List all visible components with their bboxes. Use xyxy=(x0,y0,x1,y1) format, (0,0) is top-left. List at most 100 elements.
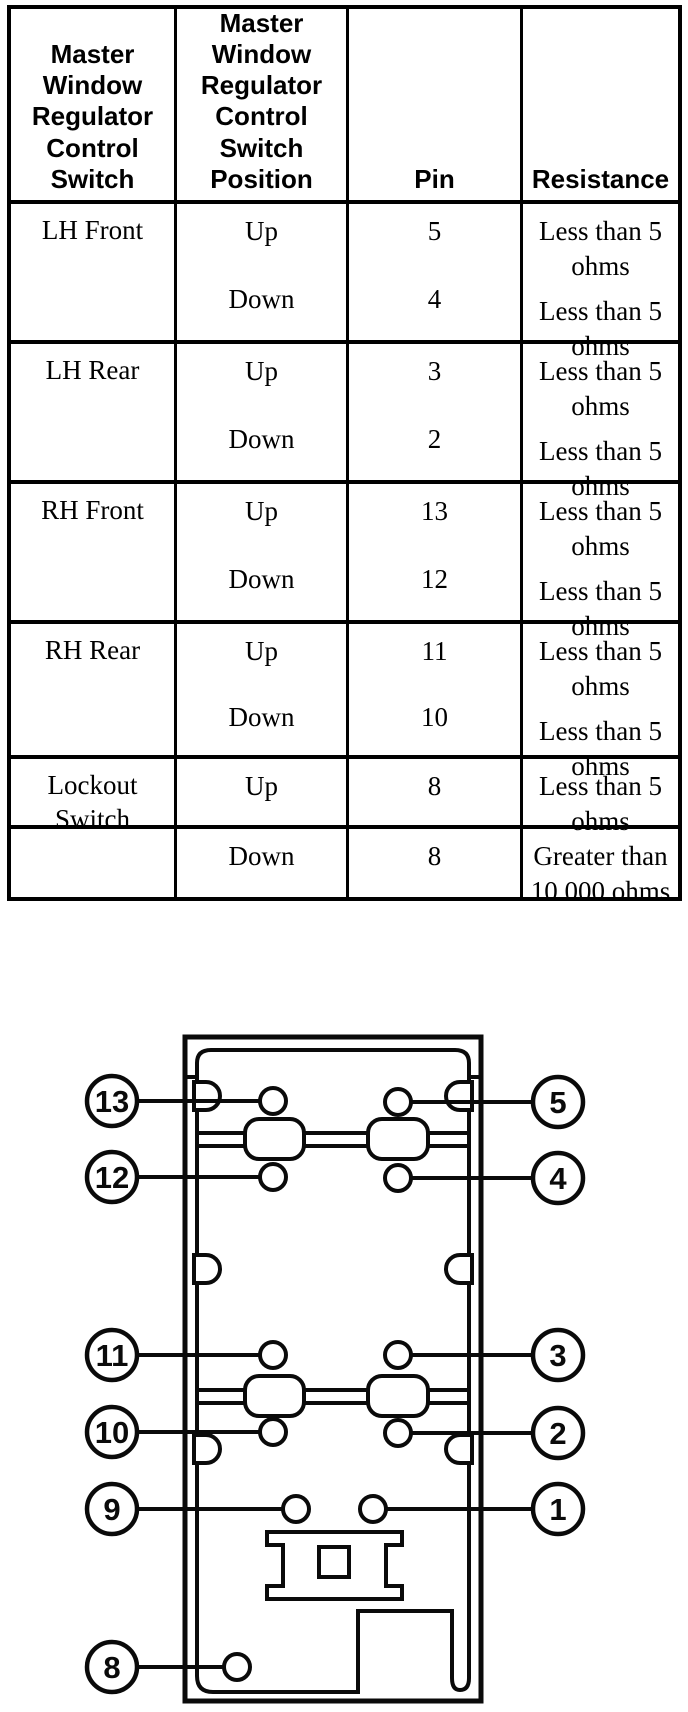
switch-name-cell: LH Rear xyxy=(45,355,140,385)
table-header-row: Master Window Regulator Control Switch M… xyxy=(11,8,678,200)
position-cell: Up xyxy=(174,759,346,825)
pin-cell-value: 2 xyxy=(427,424,442,454)
rocker-button-cutout xyxy=(243,1374,306,1418)
callout-label: 5 xyxy=(549,1085,566,1120)
pin-cell-value: 4 xyxy=(427,284,442,314)
pin-hole-12 xyxy=(258,1162,288,1192)
pin-callout-8: 8 xyxy=(84,1639,252,1695)
pin-callout-11: 11 xyxy=(84,1327,288,1383)
pin-hole-9 xyxy=(281,1494,311,1524)
header-position: Master Window Regulator Control Switch P… xyxy=(174,8,346,200)
position-cell-value: Up xyxy=(245,636,278,666)
switch-name-cell: Lockout Switch xyxy=(47,770,138,834)
callout-label: 3 xyxy=(549,1338,566,1373)
resistance-cell-value: Less than 5 ohms xyxy=(539,636,662,702)
callout-circle-8 xyxy=(84,1639,140,1695)
position-cell-value: Down xyxy=(228,284,295,314)
callout-circle-9 xyxy=(84,1481,140,1537)
callout-circle-1 xyxy=(530,1481,586,1537)
pin-callout-4: 4 xyxy=(383,1150,586,1206)
callout-circle-5 xyxy=(530,1074,586,1130)
callout-label: 13 xyxy=(95,1084,129,1119)
switch-name-cell: RH Rear xyxy=(44,635,141,665)
pin-callout-1: 1 xyxy=(358,1481,586,1537)
callout-label: 1 xyxy=(549,1492,566,1527)
pin-callout-5: 5 xyxy=(383,1074,586,1130)
pin-hole-5 xyxy=(383,1087,413,1117)
resistance-cell-value: Less than 5 ohms xyxy=(539,356,662,422)
resistance-cell: Greater than 10.000 ohms xyxy=(520,829,678,906)
position-cell: Down xyxy=(174,829,346,897)
header-pin: Pin xyxy=(346,9,520,200)
pin-cell-value: 11 xyxy=(421,636,448,666)
position-cell-value: Down xyxy=(228,424,295,454)
pin-cell-value: 13 xyxy=(421,496,448,526)
pin-callout-3: 3 xyxy=(383,1327,586,1383)
resistance-cell-value: Less than 5 ohms xyxy=(539,436,662,502)
side-notch xyxy=(444,1433,474,1465)
pin-hole-1 xyxy=(358,1494,388,1524)
callout-circle-13 xyxy=(84,1073,140,1129)
connector-pin-diagram: 13 12 11 10 9 8 5 4 3 2 1 xyxy=(84,1034,586,1704)
pin-hole-3 xyxy=(383,1340,413,1370)
connector-outer-outline xyxy=(182,1034,484,1704)
pin-hole-4 xyxy=(383,1163,413,1193)
callout-label: 8 xyxy=(103,1650,120,1685)
resistance-cell-value: Less than 5 ohms xyxy=(539,576,662,642)
pin-hole-10 xyxy=(258,1417,288,1447)
pin-callout-12: 12 xyxy=(84,1149,288,1205)
callout-label: 4 xyxy=(549,1161,567,1196)
keyway-square xyxy=(317,1545,351,1579)
pin-hole-13 xyxy=(258,1086,288,1116)
position-cell-value: Down xyxy=(228,701,295,732)
pin-cell: 11 10 xyxy=(346,624,520,755)
resistance-spec-table: Master Window Regulator Control Switch M… xyxy=(7,5,682,906)
switch-name-cell xyxy=(11,829,174,897)
side-notch xyxy=(192,1253,222,1285)
position-cell-value: Up xyxy=(245,496,278,526)
callout-circle-10 xyxy=(84,1404,140,1460)
position-cell-value: Up xyxy=(245,216,278,246)
pin-cell: 8 xyxy=(346,759,520,825)
rocker-button-cutout xyxy=(243,1117,306,1161)
pin-callout-10: 10 xyxy=(84,1404,288,1460)
switch-name-cell: RH Front xyxy=(41,495,144,525)
table-row: Down 8 Greater than 10.000 ohms xyxy=(11,825,678,906)
pin-hole-2 xyxy=(383,1418,413,1448)
pin-callout-13: 13 xyxy=(84,1073,288,1129)
pin-cell-value: 8 xyxy=(427,771,442,801)
pin-callout-2: 2 xyxy=(383,1405,586,1461)
switch-name-cell: LH Front xyxy=(41,215,144,245)
table-row: Lockout Switch Up 8 Less than 5 ohms xyxy=(11,755,678,836)
position-cell-value: Down xyxy=(228,564,295,594)
resistance-cell-value: Greater than 10.000 ohms xyxy=(530,841,671,907)
callout-label: 9 xyxy=(103,1492,120,1527)
pin-hole-8 xyxy=(222,1652,252,1682)
callout-label: 11 xyxy=(96,1338,129,1373)
callout-circle-12 xyxy=(84,1149,140,1205)
pin-callout-9: 9 xyxy=(84,1481,311,1537)
pin-cell-value: 10 xyxy=(421,701,448,732)
callout-layer: 13 12 11 10 9 8 5 4 3 2 1 xyxy=(84,1073,586,1695)
resistance-cell-value: Less than 5 ohms xyxy=(539,496,662,562)
pin-cell-value: 8 xyxy=(427,841,442,871)
resistance-cell: Less than 5 ohms xyxy=(520,759,678,836)
rocker-button-cutout xyxy=(366,1374,430,1418)
resistance-cell-value: Less than 5 ohms xyxy=(539,216,662,282)
pin-cell-value: 3 xyxy=(427,356,442,386)
callout-label: 2 xyxy=(549,1416,566,1451)
connector-top-lid xyxy=(185,1048,481,1079)
side-notch xyxy=(444,1080,474,1112)
resistance-cell-value: Less than 5 ohms xyxy=(539,771,662,837)
